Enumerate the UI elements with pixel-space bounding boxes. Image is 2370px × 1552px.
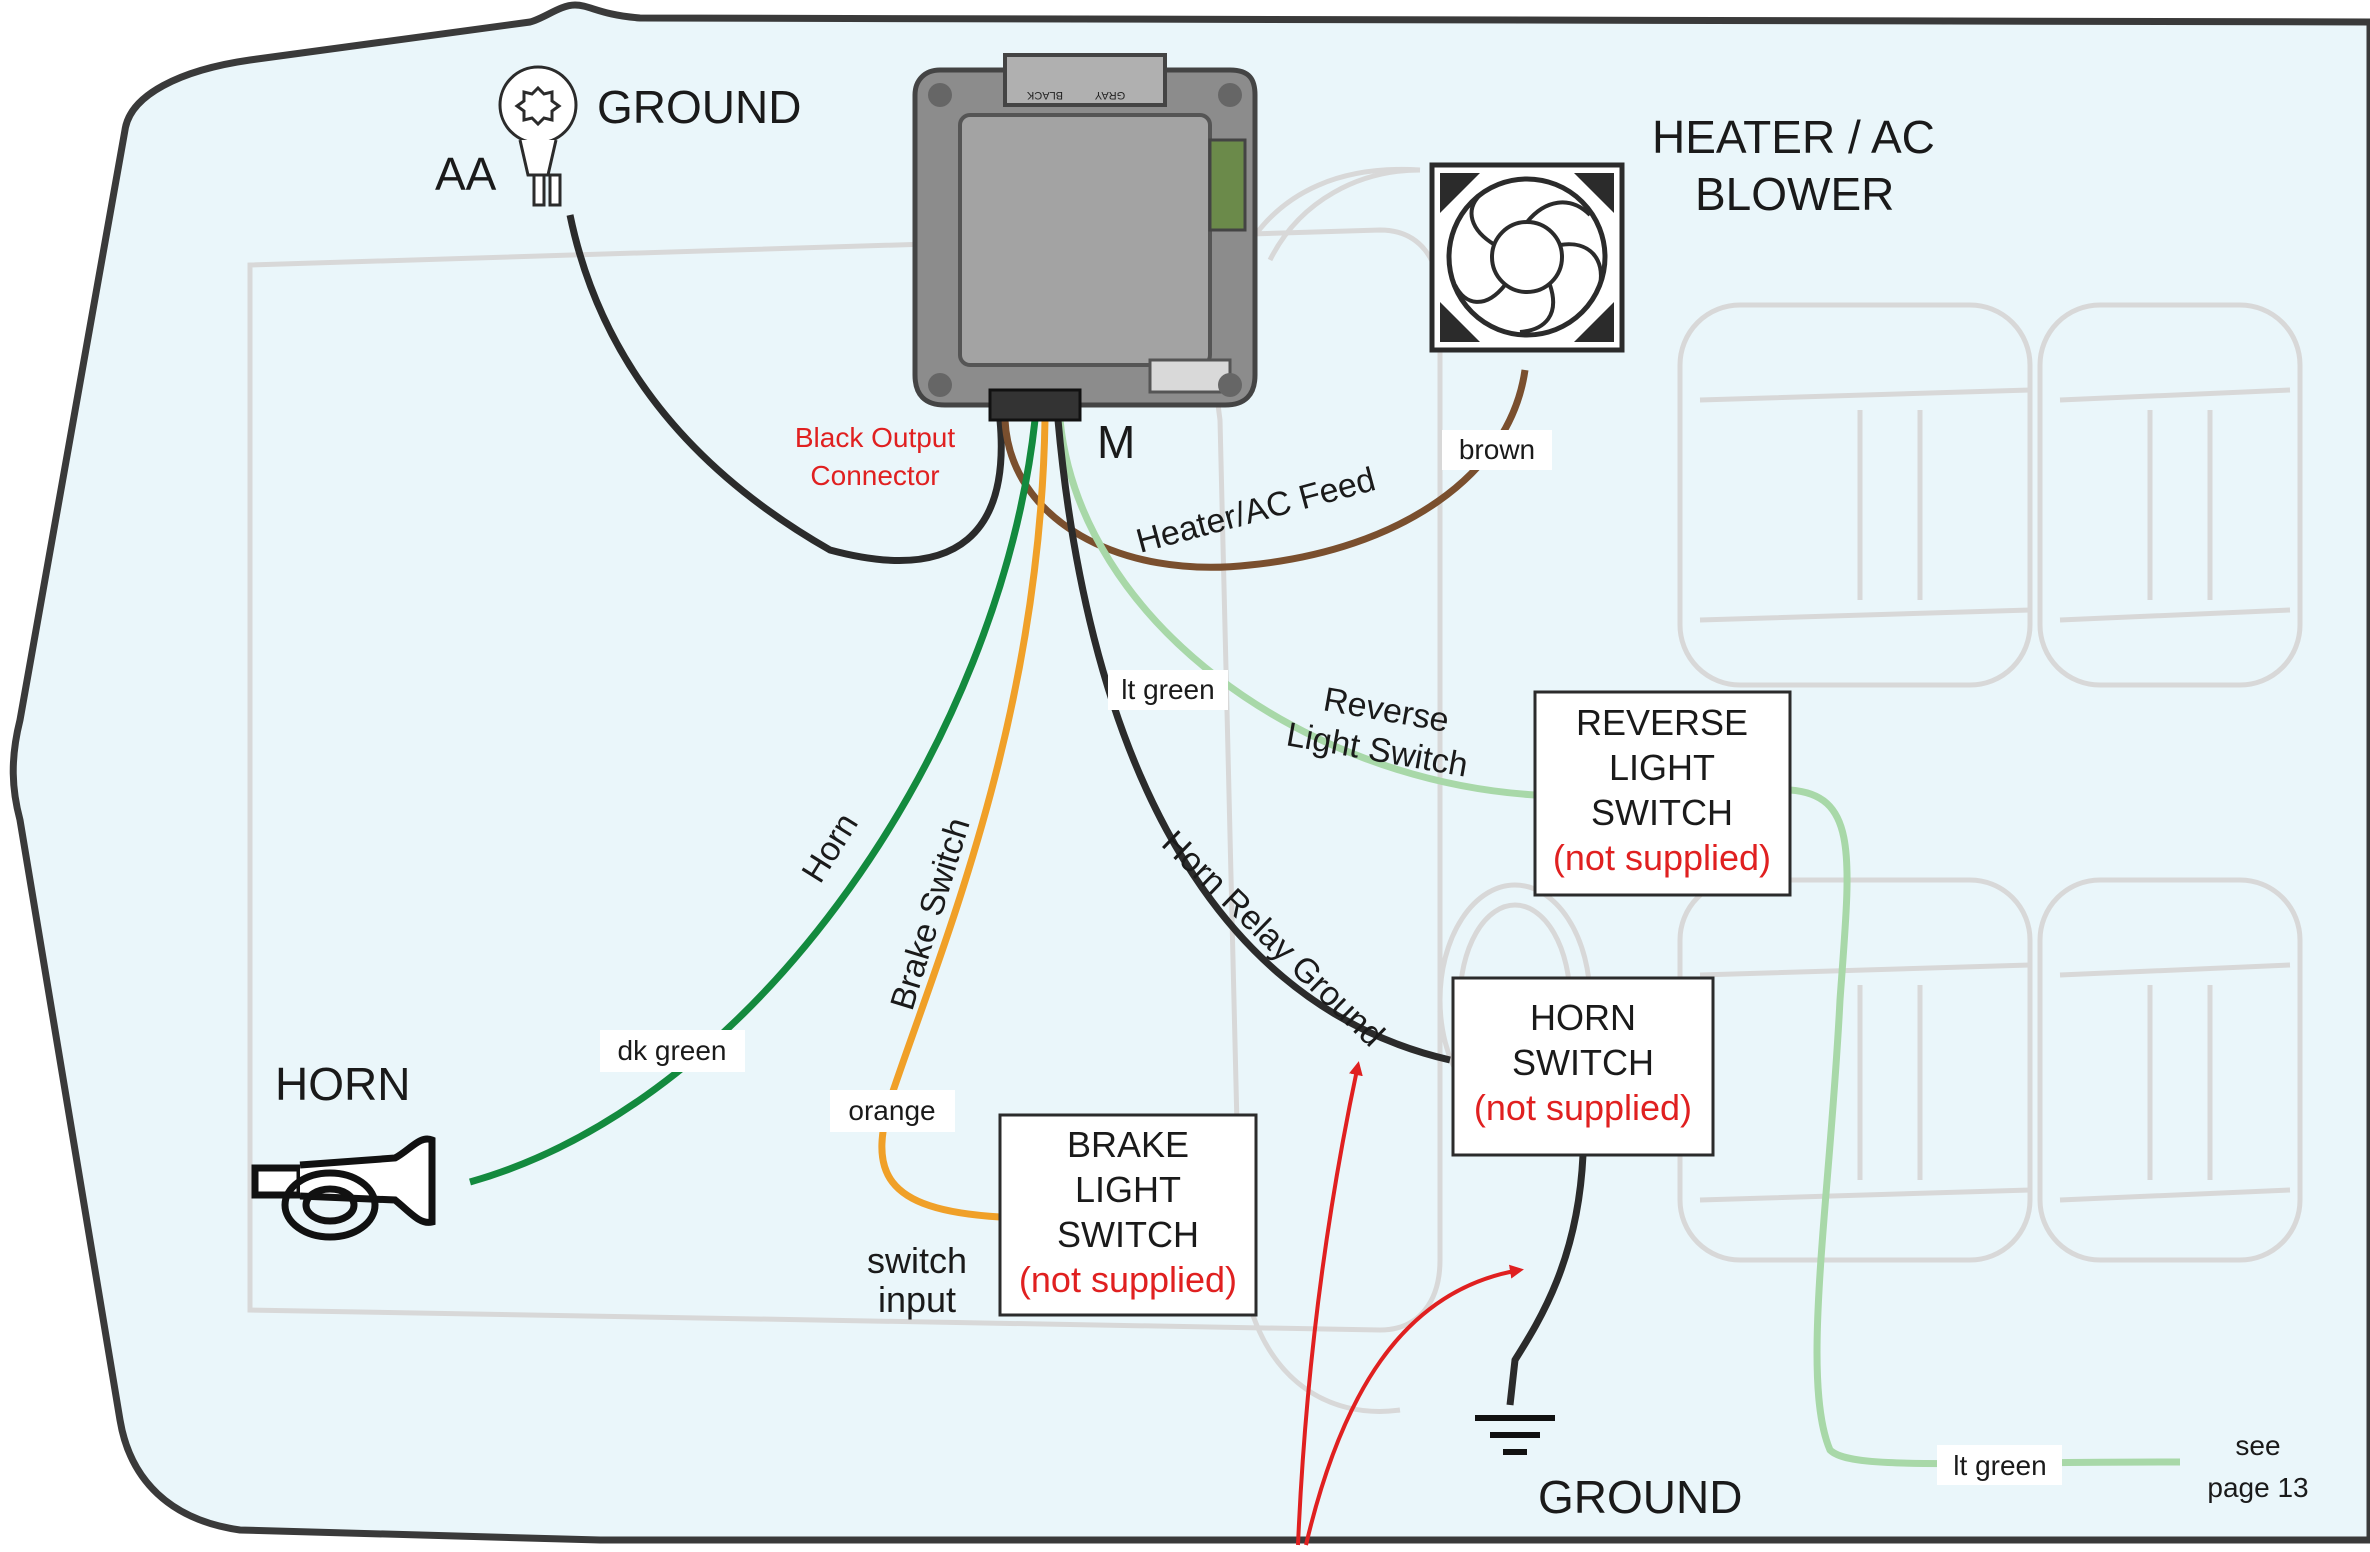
heater-label-line1: HEATER / AC <box>1652 111 1935 163</box>
horn-switch-line2: SWITCH <box>1512 1042 1654 1083</box>
ring-terminal-icon <box>498 65 578 207</box>
horn-switch-line1: HORN <box>1530 997 1636 1038</box>
brown-wire-label: brown <box>1459 434 1535 465</box>
reverse-box-line3: SWITCH <box>1591 792 1733 833</box>
m-label: M <box>1097 416 1135 468</box>
horn-switch-note: (not supplied) <box>1474 1087 1692 1128</box>
reverse-box-line1: REVERSE <box>1576 702 1748 743</box>
brake-box-note: (not supplied) <box>1019 1259 1237 1300</box>
orange-wire-label: orange <box>848 1095 935 1126</box>
horn-icon <box>251 1135 436 1241</box>
ground-bottom-label: GROUND <box>1538 1471 1742 1523</box>
reverse-box-note: (not supplied) <box>1553 837 1771 878</box>
heater-label-line2: BLOWER <box>1695 168 1894 220</box>
horn-switch-box: HORN SWITCH (not supplied) <box>1451 976 1715 1157</box>
see-page-line1: see <box>2235 1430 2280 1461</box>
brake-box-line3: SWITCH <box>1057 1214 1199 1255</box>
wire-brake-orange <box>878 419 1049 1221</box>
brake-box-line2: LIGHT <box>1075 1169 1181 1210</box>
wire-horn-relay-ground-black <box>1054 419 1451 1064</box>
ground-top-label: GROUND <box>597 81 801 133</box>
brake-box-line1: BRAKE <box>1067 1124 1189 1165</box>
see-page-line2: page 13 <box>2207 1472 2308 1503</box>
module-black-label: BLACK <box>1026 89 1063 101</box>
wire-horn-switch-ground <box>1506 1154 1587 1406</box>
module-gray-label: GRAY <box>1094 89 1125 101</box>
aa-label: AA <box>435 148 497 200</box>
lt-green-wire-label: lt green <box>1121 674 1214 705</box>
reverse-light-switch-box: REVERSE LIGHT SWITCH (not supplied) <box>1533 690 1792 897</box>
relay-module-icon: BLACK GRAY <box>912 53 1258 422</box>
black-output-label-line1: Black Output <box>795 422 956 453</box>
horn-label: HORN <box>275 1058 410 1110</box>
lt-green-wire-label-bottom: lt green <box>1953 1450 2046 1481</box>
switch-input-line1: switch <box>867 1240 967 1281</box>
wire-horn-dk-green <box>469 419 1039 1186</box>
switch-input-line2: input <box>878 1279 956 1320</box>
ground-symbol-icon <box>1475 1415 1555 1455</box>
dk-green-wire-label: dk green <box>618 1035 727 1066</box>
reverse-box-line2: LIGHT <box>1609 747 1715 788</box>
brake-light-switch-box: BRAKE LIGHT SWITCH (not supplied) <box>998 1113 1258 1317</box>
wire-ground-black <box>566 214 1005 564</box>
fan-icon <box>1429 162 1625 353</box>
red-pointer-arrows <box>1296 1061 1524 1546</box>
vehicle-body-outline <box>9 1 2370 1544</box>
black-output-label-line2: Connector <box>810 460 939 491</box>
